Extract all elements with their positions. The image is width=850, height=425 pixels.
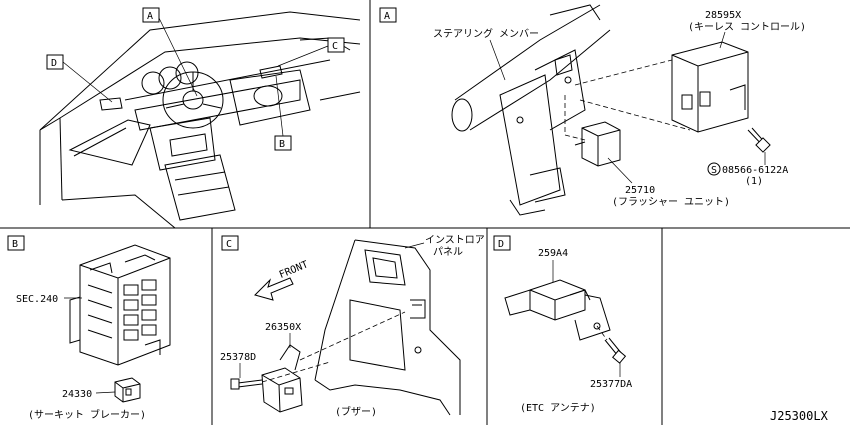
- etc-antenna: [504, 279, 611, 341]
- flasher-part-number: 25710: [625, 185, 655, 196]
- antenna-screw-part-number: 25377DA: [590, 379, 632, 390]
- bolt: [747, 127, 771, 153]
- front-label: FRONT: [278, 259, 310, 280]
- panel-a-tag: [379, 7, 397, 23]
- antenna-name: (ETC アンテナ): [520, 402, 596, 414]
- callout-a: [142, 7, 160, 23]
- bolt-part-number: 08566-6122A: [722, 165, 788, 176]
- steering-member: [451, 4, 611, 216]
- diagram-code: J25300LX: [770, 409, 829, 423]
- circuit-breaker: [114, 377, 141, 403]
- panel-c-tag-label: C: [226, 239, 232, 250]
- front-arrow: [254, 277, 294, 301]
- overview-panel: A C D B: [39, 7, 361, 229]
- keyless-name: (キーレス コントロール): [688, 22, 806, 33]
- fuse-block: [69, 244, 171, 366]
- antenna-part-number: 259A4: [538, 248, 568, 259]
- panel-d-tag: [493, 235, 511, 251]
- buzzer: [261, 344, 303, 413]
- breaker-part-number: 24330: [62, 389, 92, 400]
- flasher-name: (フラッシャー ユニット): [612, 196, 730, 208]
- bolt-circle-letter: S: [711, 165, 717, 176]
- panel-d-tag-label: D: [498, 239, 504, 250]
- panel-a: A ステアリング メンバー 28595X (キーレス コントロー: [379, 4, 806, 216]
- panel-name-line1: インストロア: [425, 235, 485, 246]
- keyless-control-unit: [671, 41, 749, 133]
- keyless-part-number: 28595X: [705, 10, 741, 21]
- panel-c: C FRONT インストロア パネル 26350X: [220, 235, 485, 418]
- callout-c-label: C: [332, 41, 338, 52]
- panel-b-tag-label: B: [12, 239, 18, 250]
- bolt-quantity: (1): [745, 176, 763, 187]
- panel-name-line2: パネル: [433, 246, 463, 258]
- panel-c-tag: [221, 235, 239, 251]
- flasher-unit: [574, 121, 621, 167]
- antenna-screw: [604, 337, 627, 364]
- breaker-name: (サーキット ブレーカー): [28, 408, 146, 421]
- callout-c: [327, 37, 345, 53]
- dashboard-illustration: [39, 11, 361, 229]
- instrument-lower-panel: [314, 239, 461, 416]
- bolt-circle-mark: [707, 162, 721, 176]
- panel-b-tag: [7, 235, 25, 251]
- panel-a-tag-label: A: [384, 11, 390, 22]
- sec-reference: SEC.240: [16, 294, 58, 305]
- callout-b-label: B: [279, 139, 285, 150]
- screw-part-number: 25378D: [220, 352, 256, 363]
- callout-a-label: A: [147, 11, 153, 22]
- panel-d: D 259A4 25377DA (ETC アンテナ): [493, 235, 632, 414]
- panel-b: B SEC.240: [7, 235, 171, 421]
- buzzer-name: (ブザー): [335, 405, 377, 418]
- buzzer-part-number: 26350X: [265, 322, 301, 333]
- screw: [230, 378, 263, 390]
- steering-member-label: ステアリング メンバー: [433, 27, 539, 40]
- callout-d-label: D: [51, 58, 57, 69]
